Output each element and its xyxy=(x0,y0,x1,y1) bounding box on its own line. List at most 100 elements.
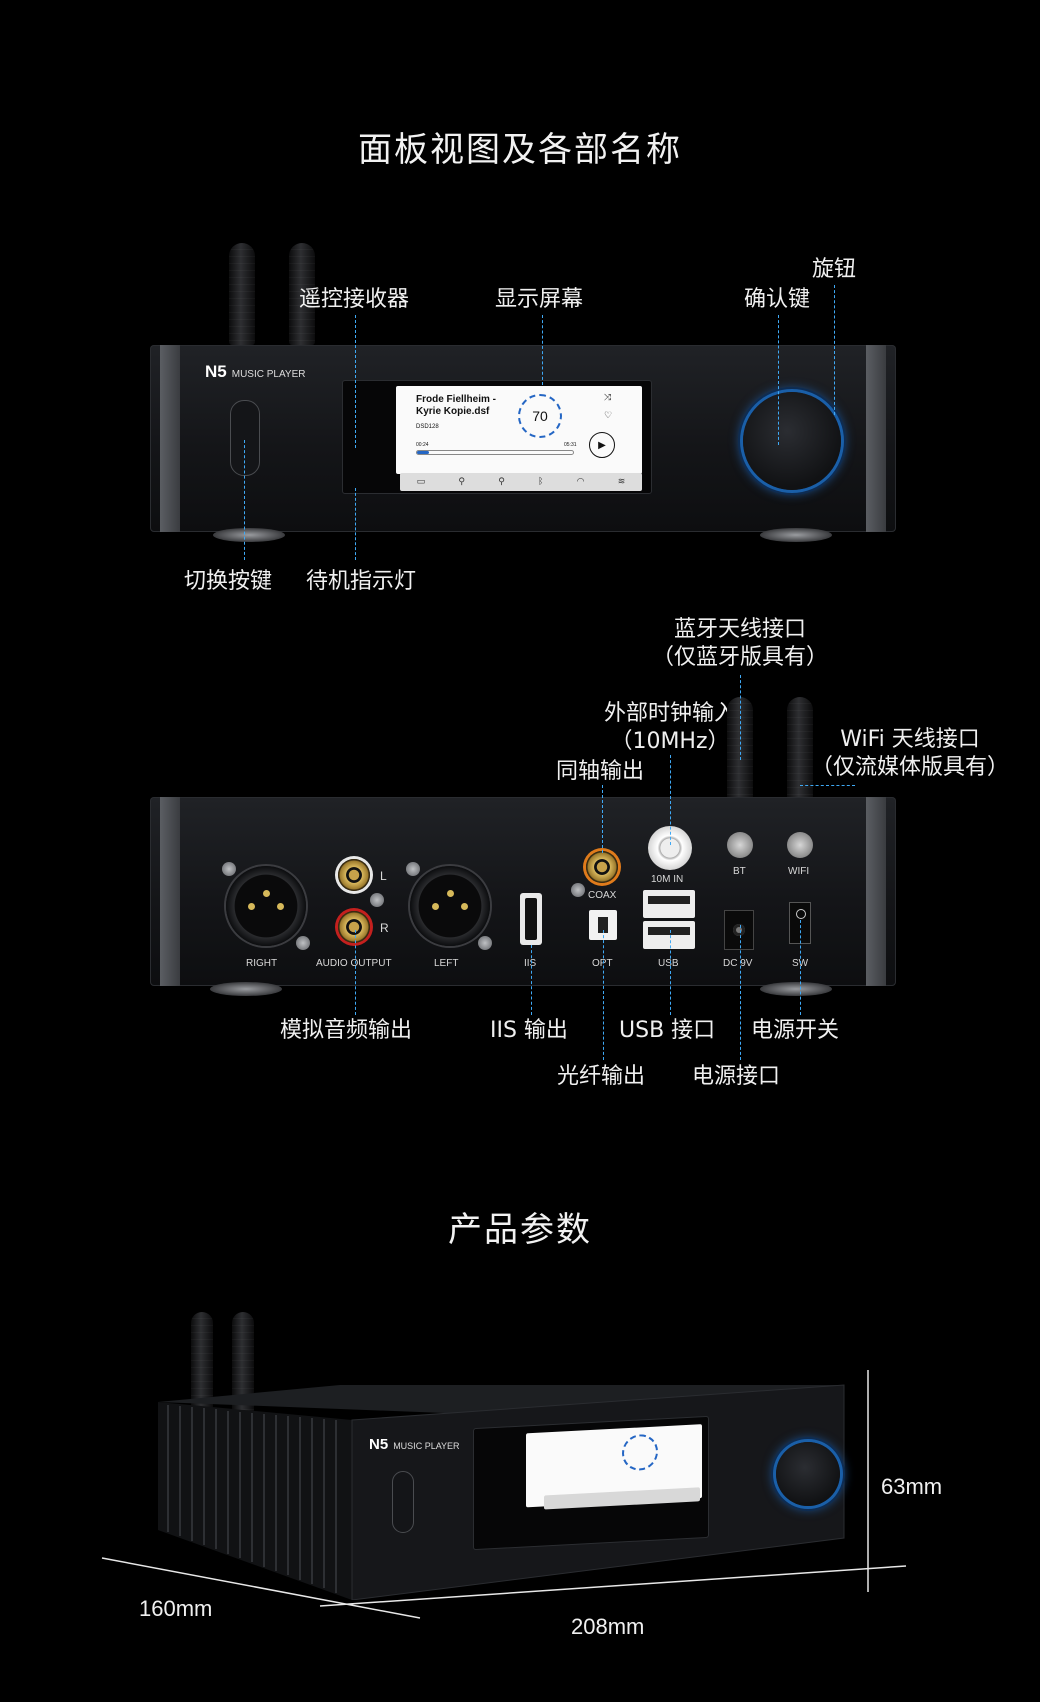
dimension-lines xyxy=(101,1370,907,1619)
bluetooth-icon: ᛒ xyxy=(538,477,544,487)
wifi-antenna-connector[interactable] xyxy=(787,832,813,858)
label-switch-key: 切换按键 xyxy=(184,569,273,594)
port-label-10m-in: 10M IN xyxy=(651,874,684,885)
port-label-wifi: WIFI xyxy=(788,866,810,877)
shuffle-icon[interactable]: ⤨ xyxy=(604,392,612,402)
label-bt-antenna: 蓝牙天线接口 xyxy=(673,617,806,642)
port-label-r: R xyxy=(380,921,389,935)
device-foot xyxy=(760,982,832,996)
chassis-endcap-right xyxy=(866,797,886,986)
volume-knob-3d xyxy=(776,1442,840,1506)
dimension-height: 63mm xyxy=(881,1474,943,1499)
chassis-endcap-left xyxy=(160,345,180,532)
usb-icon: ⚲ xyxy=(498,477,505,487)
label-power-switch: 电源开关 xyxy=(751,1018,840,1043)
leader-knob xyxy=(834,285,835,415)
bt-antenna-connector[interactable] xyxy=(727,832,753,858)
label-display: 显示屏幕 xyxy=(495,287,584,312)
antenna xyxy=(289,243,315,345)
usb-port-2[interactable] xyxy=(643,921,695,949)
progress-fill xyxy=(417,451,430,454)
leader-confirm xyxy=(778,315,779,445)
coax-port[interactable] xyxy=(586,851,618,883)
leader-remote xyxy=(355,315,356,448)
rca-right-port[interactable] xyxy=(338,911,370,943)
display-format: DSD128 xyxy=(416,424,439,430)
leader-display xyxy=(542,315,543,385)
screw xyxy=(222,862,236,876)
leader-bt xyxy=(740,675,741,760)
leader-switch xyxy=(244,440,245,560)
wifi-icon: ◠ xyxy=(576,477,585,487)
display-status-bar: ▭ ⚲ ⚲ ᛒ ◠ ≋ xyxy=(400,473,642,491)
leader-wifi xyxy=(800,785,855,786)
display-volume: 70 xyxy=(532,408,548,424)
label-ext-clock-freq: （10MHz） xyxy=(610,729,730,754)
progress-track[interactable] xyxy=(416,450,574,455)
iis-port[interactable] xyxy=(520,893,542,945)
leader-standby xyxy=(355,488,356,560)
dimension-width: 208mm xyxy=(571,1614,645,1639)
label-wifi-antenna-note: （仅流媒体版具有） xyxy=(810,755,1009,780)
screw xyxy=(370,893,384,907)
leader-analog xyxy=(355,930,356,1015)
label-optical-out: 光纤输出 xyxy=(557,1064,646,1089)
port-label-iis: IIS xyxy=(524,958,537,969)
heart-icon[interactable]: ♡ xyxy=(604,410,613,420)
source-icon: ▭ xyxy=(416,477,426,487)
antenna xyxy=(229,243,255,345)
leader-power-port xyxy=(740,925,741,1060)
switch-button-3d xyxy=(392,1471,414,1533)
usb-icon: ⚲ xyxy=(458,477,465,487)
port-label-coax: COAX xyxy=(588,890,617,901)
port-label-dc: DC 9V xyxy=(723,958,753,969)
display-time-elapsed: 00:24 xyxy=(416,442,429,448)
xlr-left-port[interactable] xyxy=(410,866,490,946)
port-label-l: L xyxy=(380,869,387,883)
screw xyxy=(571,883,585,897)
label-power-port: 电源接口 xyxy=(692,1064,781,1089)
leader-optical xyxy=(603,930,604,1060)
port-label-usb: USB xyxy=(658,958,679,969)
screw xyxy=(296,936,310,950)
display-track: Kyrie Kopie.dsf xyxy=(416,406,490,417)
device-foot xyxy=(760,528,832,542)
label-usb-port: USB 接口 xyxy=(619,1018,716,1043)
label-knob: 旋钮 xyxy=(812,257,857,282)
dimension-depth: 160mm xyxy=(139,1596,213,1621)
rca-left-port[interactable] xyxy=(338,859,370,891)
leader-coax xyxy=(602,785,603,853)
label-coax-out: 同轴输出 xyxy=(556,759,645,784)
screw xyxy=(406,862,420,876)
display-artist: Frode Fiellheim - xyxy=(416,394,497,405)
chassis-endcap-left xyxy=(160,797,180,986)
leader-clock xyxy=(670,755,671,845)
label-wifi-antenna: WiFi 天线接口 xyxy=(840,727,980,752)
volume-dial: 70 xyxy=(518,394,562,438)
switch-button[interactable] xyxy=(230,400,260,476)
play-icon[interactable]: ▶ xyxy=(589,432,615,458)
port-label-bt: BT xyxy=(733,866,746,877)
port-label-opt: OPT xyxy=(592,958,613,969)
leader-iis xyxy=(531,945,532,1015)
section-title-specs: 产品参数 xyxy=(448,1210,592,1250)
device-foot xyxy=(210,982,282,996)
usb-port-1[interactable] xyxy=(643,890,695,918)
label-analog-out: 模拟音频输出 xyxy=(280,1018,413,1043)
label-iis-out: IIS 输出 xyxy=(490,1018,568,1043)
section-title-panel: 面板视图及各部名称 xyxy=(358,130,682,170)
chassis-endcap-right xyxy=(866,345,886,532)
screw xyxy=(478,936,492,950)
port-label-audio-output: AUDIO OUTPUT xyxy=(316,958,392,969)
display-time-total: 05:31 xyxy=(564,442,577,448)
port-label-left: LEFT xyxy=(434,958,459,969)
xlr-right-port[interactable] xyxy=(226,866,306,946)
label-remote-receiver: 遥控接收器 xyxy=(299,287,410,312)
front-display: Frode Fiellheim - Kyrie Kopie.dsf DSD128… xyxy=(396,386,642,474)
device-foot xyxy=(213,528,285,542)
volume-knob[interactable] xyxy=(743,392,841,490)
dc-power-port[interactable] xyxy=(724,910,754,950)
label-ext-clock: 外部时钟输入 xyxy=(603,701,736,726)
